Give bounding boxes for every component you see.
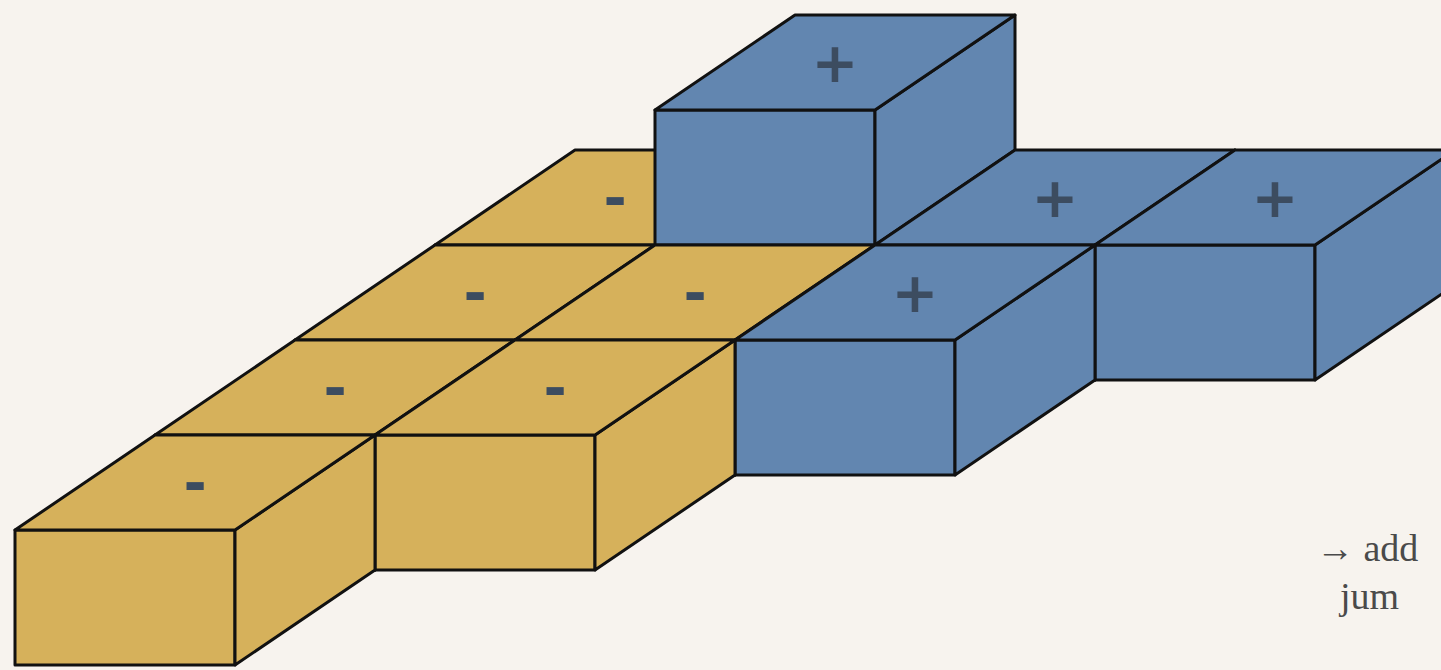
charge-sign: +: [1252, 170, 1299, 226]
cube-block: -: [15, 435, 375, 665]
cube-top-face: [735, 245, 1095, 340]
note-wrap: → add: [1316, 528, 1418, 570]
cube-front-face: [735, 340, 955, 475]
cube-top-face: [655, 15, 1015, 110]
cube-top-face: [15, 435, 375, 530]
cube-front-face: [1095, 245, 1315, 380]
charge-sign: -: [603, 170, 626, 226]
charge-sign: -: [183, 455, 206, 511]
note-text: → add: [1316, 528, 1418, 570]
note-wrap: jum: [1340, 576, 1399, 618]
cube-front-face: [15, 530, 235, 665]
charge-sign: -: [323, 360, 346, 416]
cube-top-face: [1095, 150, 1441, 245]
cube-top-face: [375, 340, 735, 435]
cube-front-face: [655, 110, 875, 245]
cube-block: -: [375, 340, 735, 570]
cube-block: +: [735, 245, 1095, 475]
cube-block: +: [1095, 150, 1441, 380]
charge-sign: +: [1032, 170, 1079, 226]
cube-front-face: [375, 435, 595, 570]
note-text: jum: [1340, 576, 1399, 618]
charge-sign: -: [463, 265, 486, 321]
charge-sign: +: [812, 35, 859, 91]
charge-sign: +: [892, 265, 939, 321]
charge-sign: -: [543, 360, 566, 416]
charge-sign: -: [683, 265, 706, 321]
